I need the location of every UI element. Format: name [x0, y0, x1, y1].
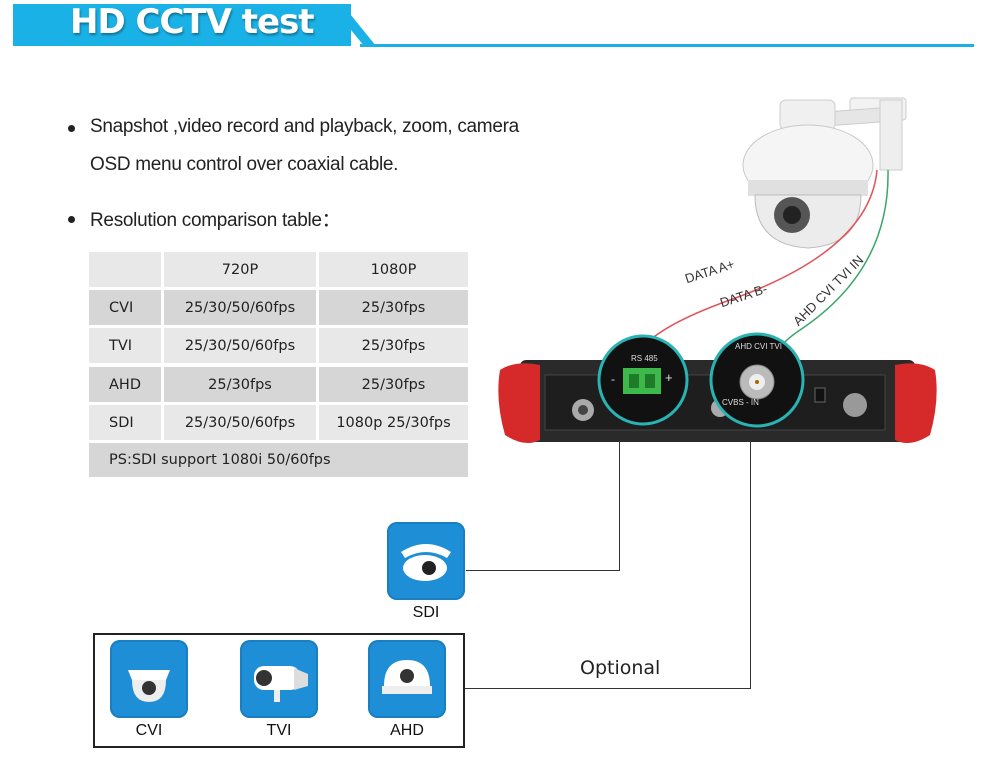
banner-slash-decoration: [330, 4, 376, 46]
table-cell: 25/30fps: [164, 367, 316, 402]
table-cell: 25/30fps: [319, 290, 468, 325]
connector-line: [463, 688, 751, 689]
port-label-bnc: AHD CVI TVI: [735, 342, 782, 351]
table-header-cell: 1080P: [319, 252, 468, 287]
table-cell: 25/30fps: [319, 367, 468, 402]
table-heading: Resolution comparison table：: [90, 210, 341, 231]
port-label-minus: -: [611, 372, 615, 386]
page-title: HD CCTV test: [70, 2, 315, 42]
tvi-bullet-camera-icon: [240, 640, 318, 718]
ahd-dome-camera-icon: [368, 640, 446, 718]
table-cell: CVI: [89, 290, 161, 325]
port-label-cvbs: CVBS - IN: [722, 398, 759, 407]
table-cell: 25/30/50/60fps: [164, 405, 316, 440]
table-header-cell: [89, 252, 161, 287]
port-label-plus: +: [665, 370, 673, 385]
tvi-label: TVI: [266, 722, 292, 739]
table-cell: AHD: [89, 367, 161, 402]
table-cell: 25/30fps: [319, 328, 468, 363]
optional-label: Optional: [580, 657, 661, 679]
connector-line: [750, 440, 751, 689]
title-rule: [360, 44, 974, 47]
bullet-dot: [68, 216, 75, 223]
bullet-dot: [68, 125, 75, 132]
feature-text-line-1: Snapshot ,video record and playback, zoo…: [90, 116, 519, 137]
optional-cameras-box: [93, 633, 465, 748]
table-note: PS:SDI support 1080i 50/60fps: [89, 443, 468, 477]
table-cell: 25/30/50/60fps: [164, 328, 316, 363]
cvi-dome-camera-icon: [110, 640, 188, 718]
feature-text-line-2: OSD menu control over coaxial cable.: [90, 154, 399, 175]
sdi-camera-icon: [387, 522, 465, 600]
table-cell: TVI: [89, 328, 161, 363]
table-header-cell: 720P: [164, 252, 316, 287]
wire-diagram: [639, 169, 889, 351]
cctv-tester-device-image: [498, 332, 937, 444]
ptz-dome-camera-image: [742, 97, 907, 249]
sdi-label: SDI: [412, 604, 440, 621]
cvi-label: CVI: [135, 722, 163, 739]
connector-line: [619, 440, 620, 570]
port-label-rs485: RS 485: [631, 354, 658, 363]
connector-line: [466, 570, 620, 571]
table-cell: SDI: [89, 405, 161, 440]
title-banner: [13, 4, 351, 46]
table-cell: 25/30/50/60fps: [164, 290, 316, 325]
ahd-label: AHD: [390, 722, 424, 739]
table-cell: 1080p 25/30fps: [319, 405, 468, 440]
